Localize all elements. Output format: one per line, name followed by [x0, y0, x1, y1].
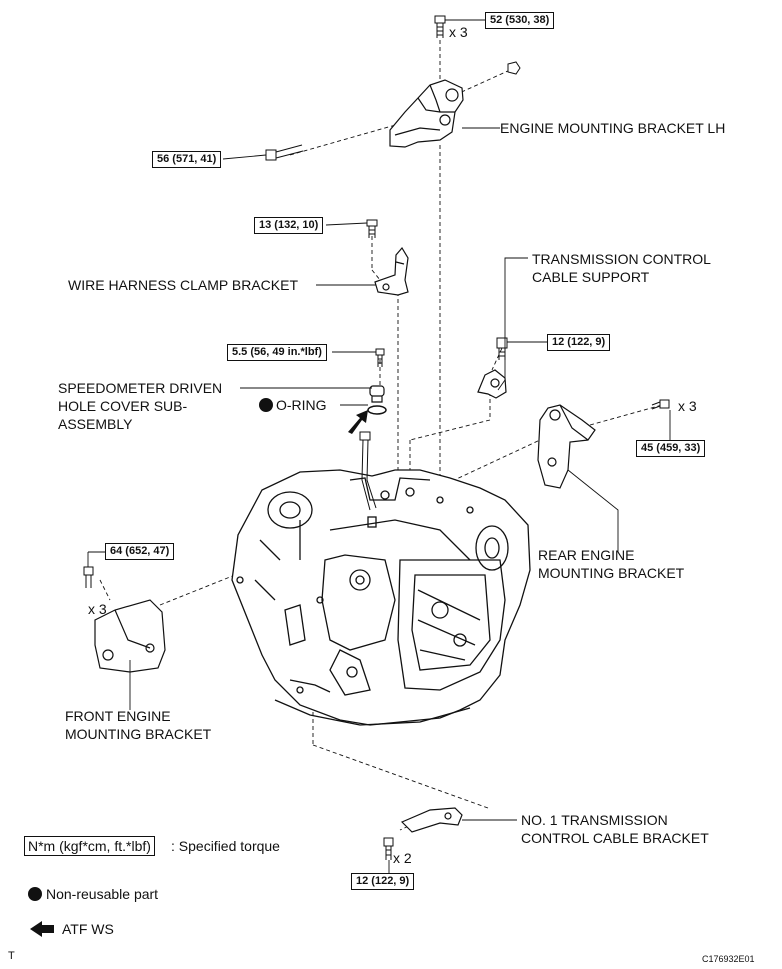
torque-box-lh: 56 (571, 41) [152, 151, 222, 168]
legend-torque-unit: N*m (kgf*cm, ft.*lbf) [24, 836, 155, 856]
leader-lines [87, 19, 671, 873]
bolt-bottom-icon [383, 837, 394, 860]
speedometer-hole-cover-icon [369, 385, 385, 403]
label-no1-line2: CONTROL CABLE BRACKET [521, 830, 709, 846]
bolt-rear-icon [651, 399, 670, 410]
label-wire-harness-clamp-bracket: WIRE HARNESS CLAMP BRACKET [68, 277, 299, 293]
label-front-line1: FRONT ENGINE [65, 708, 171, 724]
bolt-lh-icon [265, 144, 304, 161]
speedometer-tube-icon [359, 431, 377, 511]
torque-box-harness: 13 (132, 10) [254, 217, 324, 234]
bolt-top-icon [434, 15, 446, 38]
nut-icon [507, 61, 521, 75]
label-front-line2: MOUNTING BRACKET [65, 726, 212, 742]
legend-nonreusable: Non-reusable part [46, 886, 159, 902]
multiplier-rear: x 3 [678, 398, 697, 414]
label-tcc-support-line2: CABLE SUPPORT [532, 269, 650, 285]
multiplier-top: x 3 [449, 24, 468, 40]
torque-box-speedo: 5.5 (56, 49 in.*lbf) [227, 344, 327, 361]
torque-box-bottom: 12 (122, 9) [351, 873, 415, 890]
legend-atf: ATF WS [62, 921, 114, 937]
legend-torque-text: : Specified torque [171, 838, 280, 854]
engine-mounting-bracket-lh-icon [389, 79, 464, 148]
bolt-front-icon [83, 566, 94, 588]
o-ring-icon [367, 405, 387, 415]
label-speedo-line3: ASSEMBLY [58, 416, 133, 432]
label-tcc-support-line1: TRANSMISSION CONTROL [532, 251, 711, 267]
no1-transmission-control-cable-bracket-icon [400, 807, 463, 833]
nonreusable-dot-icon [28, 887, 42, 901]
transaxle-assembly-icon [231, 469, 531, 726]
torque-box-cable-support: 12 (122, 9) [547, 334, 611, 351]
atf-arrow-diagram-icon [348, 410, 368, 434]
bolt-harness-icon [366, 219, 378, 238]
wire-harness-clamp-bracket-icon [374, 246, 409, 296]
footer-left: T [8, 950, 15, 962]
torque-box-top: 52 (530, 38) [485, 12, 555, 29]
rear-engine-mounting-bracket-icon [537, 404, 596, 489]
atf-arrow-legend-icon [30, 921, 54, 937]
label-speedo-line2: HOLE COVER SUB- [58, 398, 188, 414]
label-rear-line1: REAR ENGINE [538, 547, 635, 563]
bolt-speedo-icon [375, 348, 385, 367]
label-engine-mounting-bracket-lh: ENGINE MOUNTING BRACKET LH [500, 120, 726, 136]
torque-box-rear: 45 (459, 33) [636, 440, 706, 457]
multiplier-bottom: x 2 [393, 850, 412, 866]
footer-code: C176932E01 [702, 954, 755, 964]
transmission-control-cable-support-icon [477, 369, 507, 399]
label-no1-line1: NO. 1 TRANSMISSION [521, 812, 668, 828]
oring-dot-icon [259, 398, 273, 412]
front-engine-mounting-bracket-icon [94, 599, 166, 673]
label-speedo-line1: SPEEDOMETER DRIVEN [58, 380, 223, 396]
multiplier-front: x 3 [88, 601, 107, 617]
label-rear-line2: MOUNTING BRACKET [538, 565, 685, 581]
label-o-ring: O-RING [276, 397, 327, 413]
torque-box-front: 64 (652, 47) [105, 543, 175, 560]
